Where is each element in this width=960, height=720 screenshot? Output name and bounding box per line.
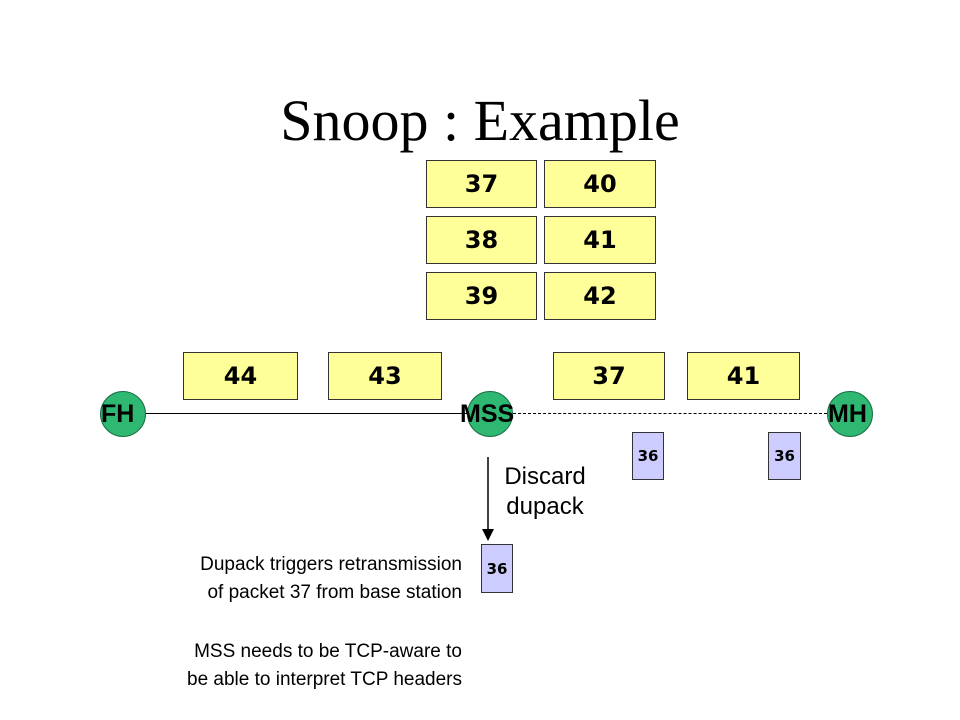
mh-label: MH — [828, 400, 867, 428]
buffer-packet: 39 — [426, 272, 537, 320]
buffer-packet: 42 — [544, 272, 656, 320]
retransmit-note: Dupack triggers retransmission of packet… — [100, 551, 462, 607]
buffer-packet: 41 — [544, 216, 656, 264]
tcp-aware-note-line1: MSS needs to be TCP-aware to — [194, 641, 462, 662]
wireless-link — [513, 413, 827, 414]
buffer-packet: 40 — [544, 160, 656, 208]
fh-label: FH — [101, 400, 135, 428]
slide-title: Snoop : Example — [280, 88, 680, 153]
discard-arrow — [482, 457, 494, 541]
wireless-packet: 37 — [553, 352, 665, 400]
mss-label: MSS — [460, 400, 515, 428]
wireless-ack: 36 — [768, 432, 801, 480]
buffer-packet: 38 — [426, 216, 537, 264]
mss-node — [467, 391, 513, 437]
wireless-packet: 41 — [687, 352, 800, 400]
discard-label-line2: dupack — [506, 493, 584, 520]
discarded-dupack: 36 — [481, 544, 513, 593]
discard-label-line1: Discard — [504, 463, 586, 490]
wireless-ack: 36 — [632, 432, 664, 480]
discard-label: Discard dupack — [485, 462, 605, 522]
wired-packet: 44 — [183, 352, 298, 400]
tcp-aware-note-line2: be able to interpret TCP headers — [187, 669, 462, 690]
retransmit-note-line1: Dupack triggers retransmission — [200, 554, 462, 575]
wired-link — [146, 413, 467, 414]
retransmit-note-line2: of packet 37 from base station — [207, 582, 462, 603]
fh-node — [100, 391, 146, 437]
buffer-packet: 37 — [426, 160, 537, 208]
wired-packet: 43 — [328, 352, 442, 400]
mh-node — [827, 391, 873, 437]
tcp-aware-note: MSS needs to be TCP-aware to be able to … — [100, 638, 462, 694]
